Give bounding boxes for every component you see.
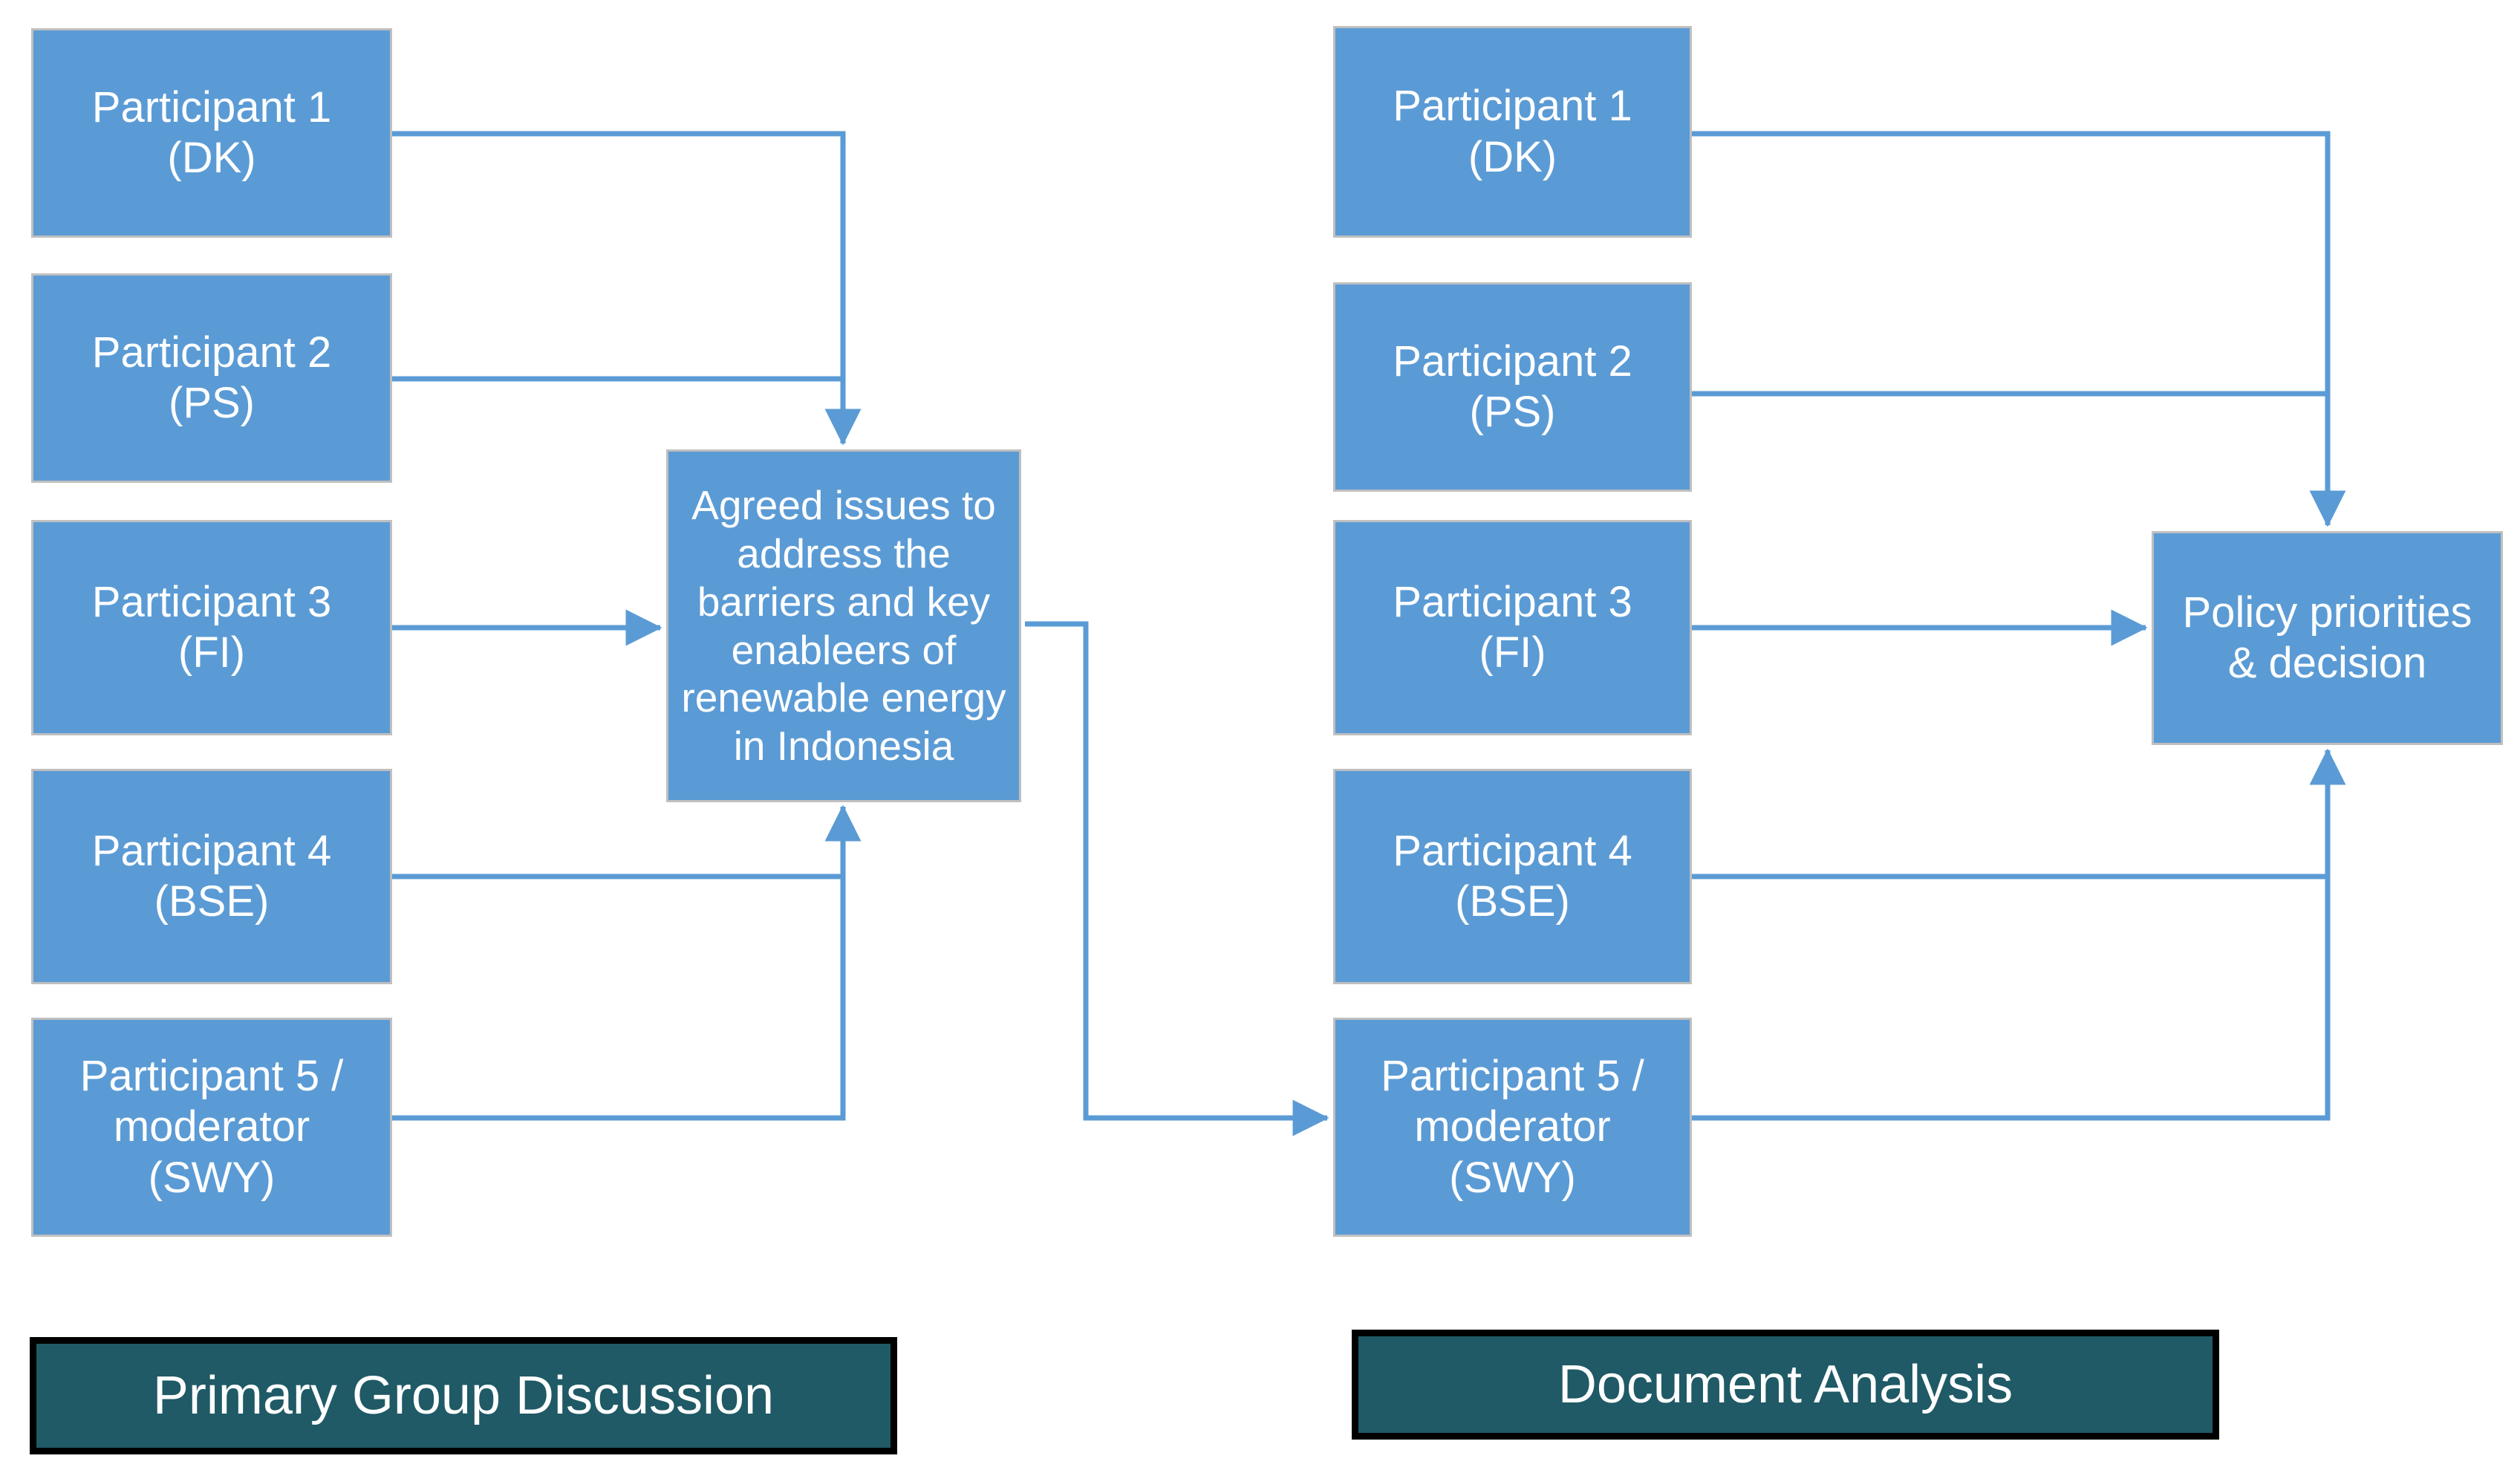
right-participant-5-box[interactable]: Participant 5 / moderator (SWY) bbox=[1333, 1018, 1692, 1237]
left-participant-3-label: Participant 3 (FI) bbox=[91, 577, 332, 677]
left-participant-3-box[interactable]: Participant 3 (FI) bbox=[31, 520, 392, 735]
left-participant-4-box[interactable]: Participant 4 (BSE) bbox=[31, 769, 392, 984]
legend-document-analysis: Document Analysis bbox=[1352, 1330, 2219, 1440]
right-participant-4-label: Participant 4 (BSE) bbox=[1393, 826, 1632, 926]
agreed-issues-hub-label: Agreed issues to address the barriers an… bbox=[681, 481, 1006, 770]
left-participant-5-label: Participant 5 / moderator (SWY) bbox=[79, 1051, 344, 1202]
left-participant-5-box[interactable]: Participant 5 / moderator (SWY) bbox=[31, 1018, 392, 1237]
connector-right-p1-to-outcome bbox=[1692, 131, 2346, 527]
legend-primary-group-discussion-label: Primary Group Discussion bbox=[152, 1366, 775, 1425]
right-participant-1-label: Participant 1 (DK) bbox=[1393, 82, 1632, 181]
left-participant-1-label: Participant 1 (DK) bbox=[91, 82, 332, 182]
right-participant-2-label: Participant 2 (PS) bbox=[1393, 336, 1632, 436]
connector-left-p5-to-hub bbox=[392, 877, 846, 1121]
agreed-issues-hub-box[interactable]: Agreed issues to address the barriers an… bbox=[666, 449, 1021, 802]
connector-left-p4-to-hub bbox=[392, 804, 862, 879]
right-participant-3-label: Participant 3 (FI) bbox=[1393, 577, 1632, 677]
policy-priorities-outcome-box[interactable]: Policy priorities & decision bbox=[2152, 531, 2503, 745]
policy-priorities-outcome-label: Policy priorities & decision bbox=[2182, 588, 2472, 687]
right-participant-1-box[interactable]: Participant 1 (DK) bbox=[1333, 26, 1692, 238]
right-participant-5-label: Participant 5 / moderator (SWY) bbox=[1381, 1051, 1644, 1202]
right-participant-3-box[interactable]: Participant 3 (FI) bbox=[1333, 520, 1692, 735]
legend-primary-group-discussion: Primary Group Discussion bbox=[30, 1337, 897, 1454]
right-participant-4-box[interactable]: Participant 4 (BSE) bbox=[1333, 769, 1692, 984]
left-participant-4-label: Participant 4 (BSE) bbox=[91, 826, 332, 926]
left-participant-2-box[interactable]: Participant 2 (PS) bbox=[31, 273, 392, 483]
legend-document-analysis-label: Document Analysis bbox=[1557, 1355, 2013, 1414]
right-participant-2-box[interactable]: Participant 2 (PS) bbox=[1333, 282, 1692, 492]
connector-hub-to-right-p5 bbox=[1025, 621, 1329, 1137]
connector-left-p1-to-hub bbox=[392, 131, 862, 446]
connector-right-p4-to-outcome bbox=[1692, 748, 2346, 879]
connector-right-p5-to-outcome bbox=[1692, 877, 2331, 1121]
left-participant-1-box[interactable]: Participant 1 (DK) bbox=[31, 28, 392, 238]
left-participant-2-label: Participant 2 (PS) bbox=[91, 328, 332, 427]
